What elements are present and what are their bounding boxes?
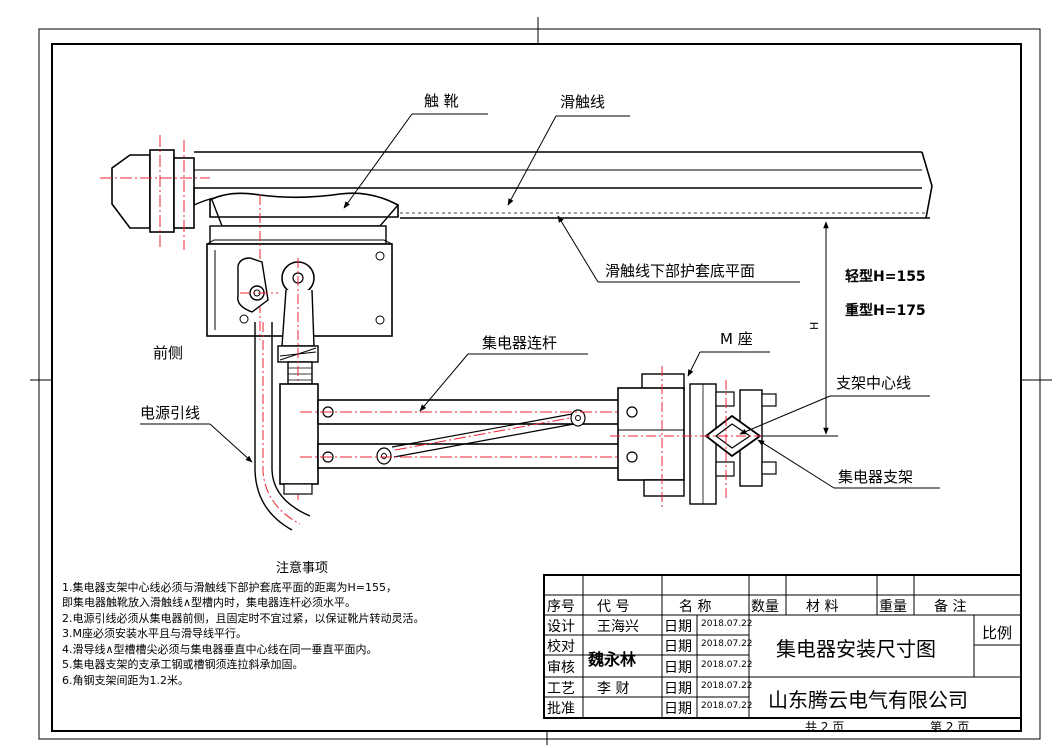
company-name: 山东腾云电气有限公司 bbox=[768, 688, 968, 712]
tension-spring bbox=[376, 409, 586, 465]
person-check-signature: 魏永林 bbox=[588, 650, 637, 669]
date-label: 日期 bbox=[664, 701, 692, 717]
label-link-rod: 集电器连杆 bbox=[482, 334, 557, 352]
m-seat-centerlines bbox=[610, 366, 790, 510]
notes-block: 注意事项 1.集电器支架中心线必须与滑触线下部护套底平面的距离为H=155， 即… bbox=[62, 561, 542, 688]
role-check: 校对 bbox=[547, 639, 575, 655]
m-seat bbox=[617, 373, 777, 505]
date-value: 2018.07.22 bbox=[701, 619, 753, 629]
label-shoe: 触 靴 bbox=[424, 92, 459, 110]
label-bottom-plane: 滑触线下部护套底平面 bbox=[605, 262, 755, 280]
note-item: 即集电器触靴放入滑触线∧型槽内时，集电器连杆必须水平。 bbox=[62, 596, 357, 609]
header-weight: 重量 bbox=[879, 599, 907, 615]
total-pages: 共 2 页 bbox=[805, 720, 845, 734]
label-front-side: 前侧 bbox=[153, 344, 183, 362]
date-label: 日期 bbox=[664, 660, 692, 676]
person-process: 李 财 bbox=[597, 681, 630, 697]
header-code: 代 号 bbox=[597, 599, 630, 615]
leader-lines bbox=[140, 113, 940, 489]
label-trolley-line: 滑触线 bbox=[560, 93, 605, 111]
header-material: 材 料 bbox=[806, 599, 839, 615]
title-block-grid bbox=[543, 574, 1022, 719]
date-label: 日期 bbox=[664, 619, 692, 635]
collector-body bbox=[279, 383, 319, 495]
header-remark: 备 注 bbox=[934, 599, 967, 615]
date-value: 2018.07.22 bbox=[701, 681, 753, 691]
note-item: 6.角钢支架间距为1.2米。 bbox=[62, 673, 189, 687]
note-item: 4.滑导线∧型槽槽尖必须与集电器垂直中心线在同一垂直平面内。 bbox=[62, 642, 378, 656]
note-item: 1.集电器支架中心线必须与滑触线下部护套底平面的距离为H=155， bbox=[62, 580, 397, 594]
label-collector-bracket: 集电器支架 bbox=[838, 468, 913, 486]
date-label: 日期 bbox=[664, 681, 692, 697]
note-item: 3.M座必须安装水平且与滑导线平行。 bbox=[62, 627, 247, 640]
date-value: 2018.07.22 bbox=[701, 701, 753, 711]
drawing-frame bbox=[30, 17, 1052, 745]
label-light-type: 轻型H=155 bbox=[845, 268, 926, 285]
label-bracket-centerline: 支架中心线 bbox=[836, 374, 911, 392]
h-dimension bbox=[762, 221, 838, 437]
header-qty: 数量 bbox=[751, 599, 779, 615]
power-lead-cable bbox=[254, 322, 311, 531]
drawing-title: 集电器安装尺寸图 bbox=[776, 637, 936, 661]
date-value: 2018.07.22 bbox=[701, 660, 753, 670]
note-item: 2.电源引线必须从集电器前侧，且固定时不宜过紧，以保证靴片转动灵活。 bbox=[62, 611, 425, 625]
notes-title: 注意事项 bbox=[275, 561, 328, 576]
label-heavy-type: 重型H=175 bbox=[845, 302, 926, 319]
rod-centerlines bbox=[300, 411, 660, 458]
role-design: 设计 bbox=[547, 619, 575, 635]
label-power-lead: 电源引线 bbox=[140, 404, 200, 422]
header-seq: 序号 bbox=[547, 599, 575, 615]
note-item: 5.集电器支架的支承工钢或槽钢须连拉斜承加固。 bbox=[62, 658, 304, 671]
rail-centerlines bbox=[100, 135, 210, 250]
role-review: 审核 bbox=[547, 660, 575, 676]
person-design: 王海兴 bbox=[597, 619, 639, 635]
h-dimension-label: H bbox=[808, 322, 821, 330]
header-name: 名 称 bbox=[679, 599, 712, 615]
trolley-line-rail bbox=[111, 149, 933, 233]
date-value: 2018.07.22 bbox=[701, 639, 753, 649]
label-m-seat: M 座 bbox=[720, 330, 753, 348]
date-label: 日期 bbox=[664, 639, 692, 655]
role-process: 工艺 bbox=[547, 681, 575, 697]
scale-label: 比例 bbox=[982, 624, 1013, 642]
page-number: 第 2 页 bbox=[930, 720, 970, 734]
role-approve: 批准 bbox=[547, 701, 575, 717]
